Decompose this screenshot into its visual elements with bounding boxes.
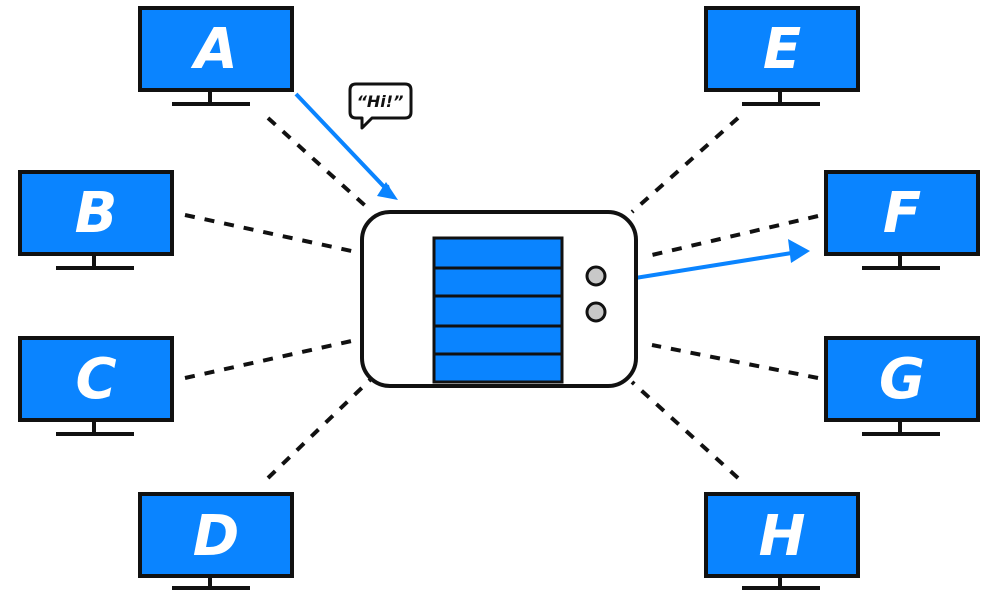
computer-label: E <box>763 17 801 82</box>
computer-f: F <box>824 170 980 270</box>
message-text: “Hi!” <box>357 92 404 111</box>
message-arrow-in <box>294 92 393 196</box>
computer-label: H <box>759 504 806 569</box>
computer-d: D <box>138 492 294 590</box>
connections <box>184 116 819 480</box>
link-c <box>184 338 357 380</box>
computer-label: D <box>193 504 239 569</box>
computer-e: E <box>704 6 860 106</box>
link-a <box>266 116 372 212</box>
computer-label: A <box>190 17 237 82</box>
speech-bubble: “Hi!” <box>348 82 413 130</box>
link-h <box>630 380 740 480</box>
computer-b: B <box>18 170 174 270</box>
computer-h: H <box>704 492 860 590</box>
computer-label: B <box>75 181 118 246</box>
link-d <box>266 378 372 480</box>
hub-port-stack <box>432 236 564 384</box>
hub-indicator-light <box>585 301 607 323</box>
arrowhead-out <box>788 239 810 263</box>
arrowhead-in <box>377 182 398 200</box>
computer-label: C <box>75 347 116 412</box>
hub-indicator-light <box>585 265 607 287</box>
computer-c: C <box>18 336 174 436</box>
computer-g: G <box>824 336 980 436</box>
link-e <box>630 116 740 214</box>
computer-label: F <box>883 181 921 246</box>
link-f <box>651 214 819 257</box>
computer-label: G <box>879 347 925 412</box>
computer-a: A <box>138 6 294 106</box>
message-arrow-out <box>634 248 801 280</box>
link-b <box>184 213 357 254</box>
network-hub <box>360 210 638 388</box>
link-g <box>651 343 819 380</box>
